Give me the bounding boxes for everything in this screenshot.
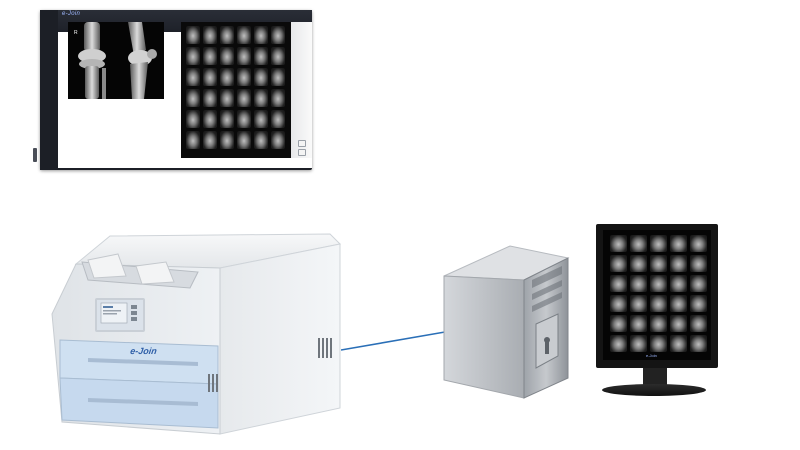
knee-xray-icon: R bbox=[74, 22, 157, 99]
monitor-ct-slice bbox=[650, 295, 667, 312]
monitor-brand-logo: e-Join bbox=[646, 353, 657, 358]
viewer-ct-slice bbox=[186, 68, 200, 86]
viewer-ct-grid bbox=[181, 22, 291, 153]
viewer-ct-slice bbox=[203, 26, 217, 44]
monitor-ct-slice bbox=[630, 295, 647, 312]
viewer-ct-slice bbox=[254, 47, 268, 65]
viewer-ct-slice bbox=[203, 131, 217, 149]
printer-brand-logo: e-Join bbox=[129, 346, 158, 356]
viewer-ct-slice bbox=[203, 47, 217, 65]
monitor-ct-slice bbox=[650, 255, 667, 272]
knee-xray-film: R bbox=[68, 22, 164, 99]
monitor-ct-slice bbox=[690, 335, 707, 352]
viewer-ct-slice bbox=[203, 110, 217, 128]
viewer-ct-slice bbox=[237, 26, 251, 44]
svg-text:R: R bbox=[74, 30, 78, 36]
monitor-ct-slice bbox=[610, 275, 627, 292]
monitor-ct-slice bbox=[610, 255, 627, 272]
viewer-button-1[interactable] bbox=[298, 140, 306, 147]
monitor-base bbox=[602, 384, 706, 396]
viewer-side-frame bbox=[40, 10, 58, 170]
viewer-button-2[interactable] bbox=[298, 149, 306, 156]
viewer-ct-slice bbox=[237, 89, 251, 107]
monitor-screen bbox=[603, 230, 711, 360]
viewer-ct-slice bbox=[254, 89, 268, 107]
monitor-ct-slice bbox=[690, 255, 707, 272]
viewer-ct-slice bbox=[237, 131, 251, 149]
monitor-ct-slice bbox=[690, 275, 707, 292]
viewer-ct-slice bbox=[186, 131, 200, 149]
viewer-ct-slice bbox=[271, 68, 285, 86]
monitor-ct-slice bbox=[670, 335, 687, 352]
monitor-ct-slice bbox=[630, 335, 647, 352]
viewer-ct-slice bbox=[254, 131, 268, 149]
monitor-ct-slice bbox=[690, 315, 707, 332]
viewer-brand-logo: e-Join bbox=[62, 11, 81, 17]
viewer-ct-slice bbox=[220, 89, 234, 107]
monitor-ct-slice bbox=[610, 315, 627, 332]
viewer-ct-slice bbox=[237, 47, 251, 65]
monitor-ct-slice bbox=[650, 275, 667, 292]
monitor-ct-slice bbox=[670, 315, 687, 332]
monitor-ct-slice bbox=[690, 235, 707, 252]
viewer-ct-slice bbox=[186, 110, 200, 128]
monitor-stand bbox=[643, 368, 667, 386]
viewer-ct-slice bbox=[271, 26, 285, 44]
viewer-ct-slice bbox=[254, 68, 268, 86]
viewer-ct-slice bbox=[254, 26, 268, 44]
viewer-ct-slice bbox=[271, 47, 285, 65]
computer-tower-icon bbox=[443, 245, 570, 399]
viewer-ct-slice bbox=[271, 89, 285, 107]
viewer-ct-slice bbox=[220, 131, 234, 149]
viewer-ct-slice bbox=[203, 89, 217, 107]
monitor-ct-slice bbox=[650, 335, 667, 352]
monitor-ct-slice bbox=[670, 275, 687, 292]
monitor-ct-slice bbox=[670, 255, 687, 272]
viewer-ct-slice bbox=[203, 68, 217, 86]
viewer-ct-slice bbox=[254, 110, 268, 128]
viewer-ct-slice bbox=[220, 26, 234, 44]
viewer-control-strip bbox=[291, 22, 312, 158]
monitor-ct-slice bbox=[630, 315, 647, 332]
monitor-ct-slice bbox=[610, 235, 627, 252]
viewer-ct-slice bbox=[237, 110, 251, 128]
monitor-ct-slice bbox=[630, 275, 647, 292]
monitor-ct-slice bbox=[650, 235, 667, 252]
monitor-ct-slice bbox=[670, 235, 687, 252]
viewer-ct-slice bbox=[271, 110, 285, 128]
viewer-ct-slice bbox=[186, 26, 200, 44]
viewer-ct-slice bbox=[220, 110, 234, 128]
printer-display-icon bbox=[100, 302, 137, 324]
ct-film bbox=[181, 22, 291, 158]
monitor-ct-slice bbox=[650, 315, 667, 332]
monitor-ct-slice bbox=[610, 295, 627, 312]
viewer-ct-slice bbox=[186, 47, 200, 65]
viewer-ct-slice bbox=[237, 68, 251, 86]
monitor-ct-slice bbox=[670, 295, 687, 312]
monitor-ct-slice bbox=[690, 295, 707, 312]
film-printer bbox=[51, 233, 342, 435]
viewer-power-knob[interactable] bbox=[33, 148, 37, 162]
monitor-ct-slice bbox=[630, 235, 647, 252]
viewer-ct-slice bbox=[220, 68, 234, 86]
monitor-ct-slice bbox=[630, 255, 647, 272]
network-cable-icon bbox=[341, 331, 445, 351]
printer-control-panel[interactable] bbox=[95, 298, 145, 332]
viewer-ct-slice bbox=[186, 89, 200, 107]
monitor-ct-slice bbox=[610, 335, 627, 352]
viewer-ct-slice bbox=[271, 131, 285, 149]
monitor-ct-grid bbox=[603, 230, 711, 357]
viewer-ct-slice bbox=[220, 47, 234, 65]
